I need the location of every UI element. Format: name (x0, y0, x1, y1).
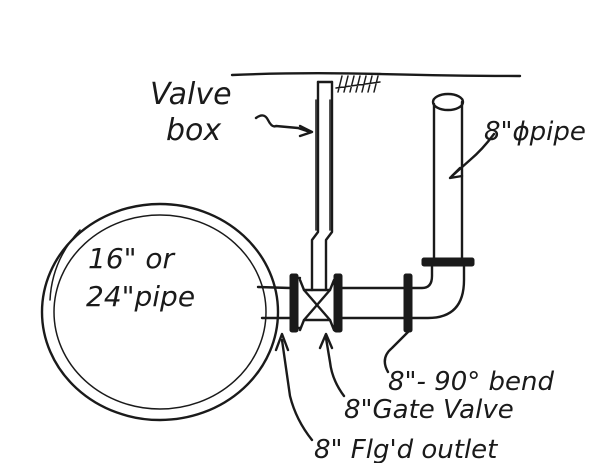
connecting-pipe (340, 273, 413, 333)
flanged-outlet (256, 273, 302, 333)
outlet-leader (274, 332, 314, 442)
gate-valve-leader (318, 332, 346, 398)
bend-label: 8"- 90° bend (388, 367, 554, 397)
main-pipe (40, 202, 280, 422)
riser-pipe-leader (448, 132, 496, 180)
bend-leader (383, 328, 412, 374)
riser-pipe-label: 8"ϕpipe (484, 117, 586, 147)
ground-line (230, 72, 522, 93)
ninety-degree-bend (410, 257, 475, 320)
gate-valve-label: 8"Gate Valve (344, 395, 514, 425)
valve-box-label-line2: box (166, 113, 221, 148)
valve-box-label-line1: Valve (150, 77, 232, 112)
main-pipe-label-line2: 24"pipe (86, 280, 195, 313)
outlet-label: 8" Flg'd outlet (314, 435, 498, 463)
riser-pipe (431, 92, 465, 260)
valve-box-leader (254, 114, 314, 138)
gate-valve (298, 80, 343, 333)
main-pipe-label-line1: 16" or (88, 242, 176, 275)
